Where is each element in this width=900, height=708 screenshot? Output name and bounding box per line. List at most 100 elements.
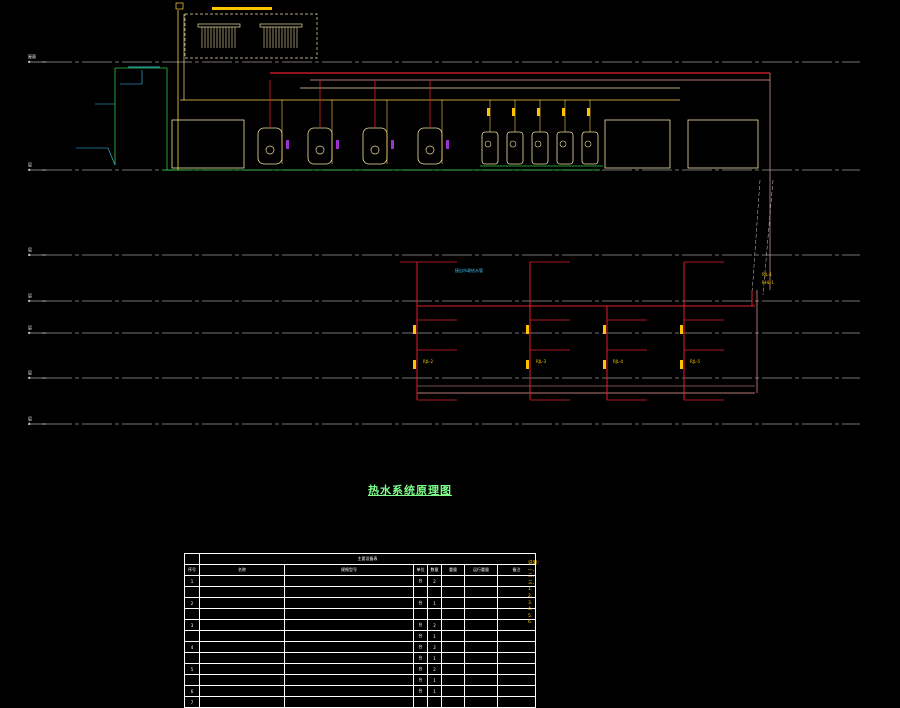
table-caption-row: 主要设备表 [184,553,536,565]
heater-burner [425,145,435,155]
table-cell [184,674,200,686]
floor-lines [42,61,860,425]
table-cell [427,586,442,598]
table-cell [284,652,414,664]
table-cell [464,608,498,620]
table-cell [441,608,465,620]
table-cell: 2 [427,575,442,587]
table-cell [184,652,200,664]
heater-valve-tag [336,140,339,149]
floor-level-tags: 屋面±层±层±层±层±层±层± [28,53,46,426]
table-cell [464,652,498,664]
table-cell: 1 [427,597,442,609]
notes-heading: 说明： [528,561,542,566]
table-cell [184,608,200,620]
table-cell [497,685,536,697]
table-cell [284,586,414,598]
table-cell [199,575,285,587]
pipe-size-tag [680,325,683,334]
heater-burner [315,145,325,155]
floor-elevation: ± [28,59,31,64]
table-cell [184,630,200,642]
table-cell [413,696,428,708]
table-caption: 主要设备表 [199,553,536,565]
pipe-size-tag [487,108,490,116]
table-row: 7 [184,696,536,708]
boiler-gauge [484,140,492,148]
table-cell [284,641,414,653]
table-cell: 台 [413,597,428,609]
floor-level-label: 层 [28,324,32,330]
pipe-size-tag [562,108,565,116]
table-cell: 1 [427,674,442,686]
table-cell: 1 [184,575,200,587]
table-cell [464,619,498,631]
riser-label: RJL-3 [536,359,547,364]
note-line: 2. [528,593,533,599]
floor-level-label: 层 [28,161,32,167]
table-cell: 1 [427,630,442,642]
pipe-size-tag [526,325,529,334]
heat-exchanger-unit [687,119,759,169]
boiler-unit [481,131,499,165]
table-cell [497,696,536,708]
note-line: 5. [528,613,533,619]
pipe-size-tag [587,108,590,116]
table-cell: 6 [184,685,200,697]
note-line: 三、 [528,580,537,586]
pipe-size-tag [413,360,416,369]
boiler-unit [556,131,574,165]
floor-level-label: 层 [28,292,32,298]
table-cell [199,608,285,620]
table-cell: 3 [184,619,200,631]
heater-burner [370,145,380,155]
table-cell [464,696,498,708]
annotation-note: 接自市政给水管 [455,267,483,273]
floor-elevation: ± [28,330,31,335]
table-cell [497,652,536,664]
table-cell [497,641,536,653]
table-header-cell: 运行重量 [464,564,498,576]
table-cell [441,586,465,598]
table-cell [284,674,414,686]
floor-elevation: ± [28,421,31,426]
table-cell: 台 [413,641,428,653]
table-cell: 台 [413,674,428,686]
table-header-cell: 名称 [199,564,285,576]
table-header-row: 序号名称规格型号单位数量重量运行重量备注 [184,564,536,576]
table-cell [284,619,414,631]
table-header-cell: 序号 [184,564,200,576]
heat-exchanger-unit [604,119,671,169]
heater-valve-tag [286,140,289,149]
table-cell [497,663,536,675]
boiler-unit [581,131,599,165]
table-cell [284,696,414,708]
heater-valve-tag [391,140,394,149]
riser-label: RJL-5 [690,359,701,364]
solar-collector [175,2,318,59]
table-cell [441,674,465,686]
table-cell: 4 [184,641,200,653]
pipe-size-tag [526,360,529,369]
table-cell: 台 [413,685,428,697]
riser-label: RJL-1 [762,272,773,277]
table-cell [464,685,498,697]
boiler-gauge [509,140,517,148]
design-notes: 说明： 一、二、三、1.2.3.4.5.6. [528,561,542,627]
table-header-cell: 重量 [441,564,465,576]
cold-water-supply [76,66,600,171]
floor-elevation: ± [28,375,31,380]
note-line: 一、 [528,567,537,573]
table-cell [464,674,498,686]
table-cell [199,685,285,697]
